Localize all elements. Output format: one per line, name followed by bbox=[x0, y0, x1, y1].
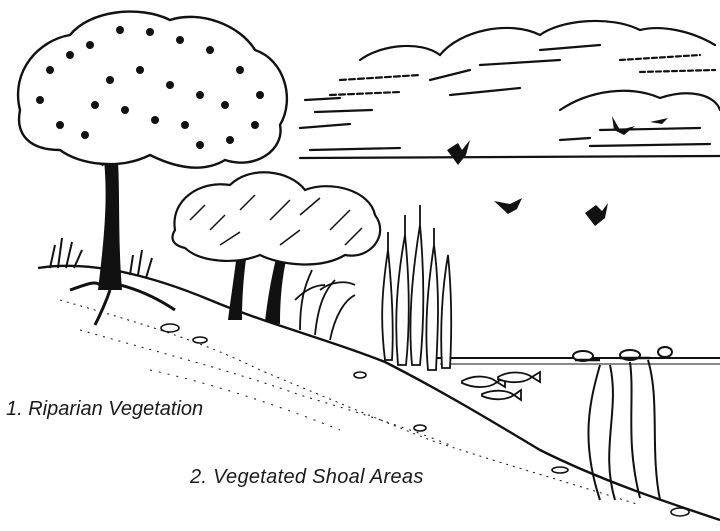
vegetated-shoal-areas-label: 2. Vegetated Shoal Areas bbox=[190, 466, 424, 489]
fish-icon bbox=[462, 372, 540, 400]
riparian-vegetation-label: 1. Riparian Vegetation bbox=[6, 398, 203, 421]
cloud-icon bbox=[300, 21, 720, 158]
cattail-icon bbox=[382, 205, 451, 370]
bird-icon bbox=[447, 116, 668, 226]
low-plants bbox=[295, 270, 355, 340]
